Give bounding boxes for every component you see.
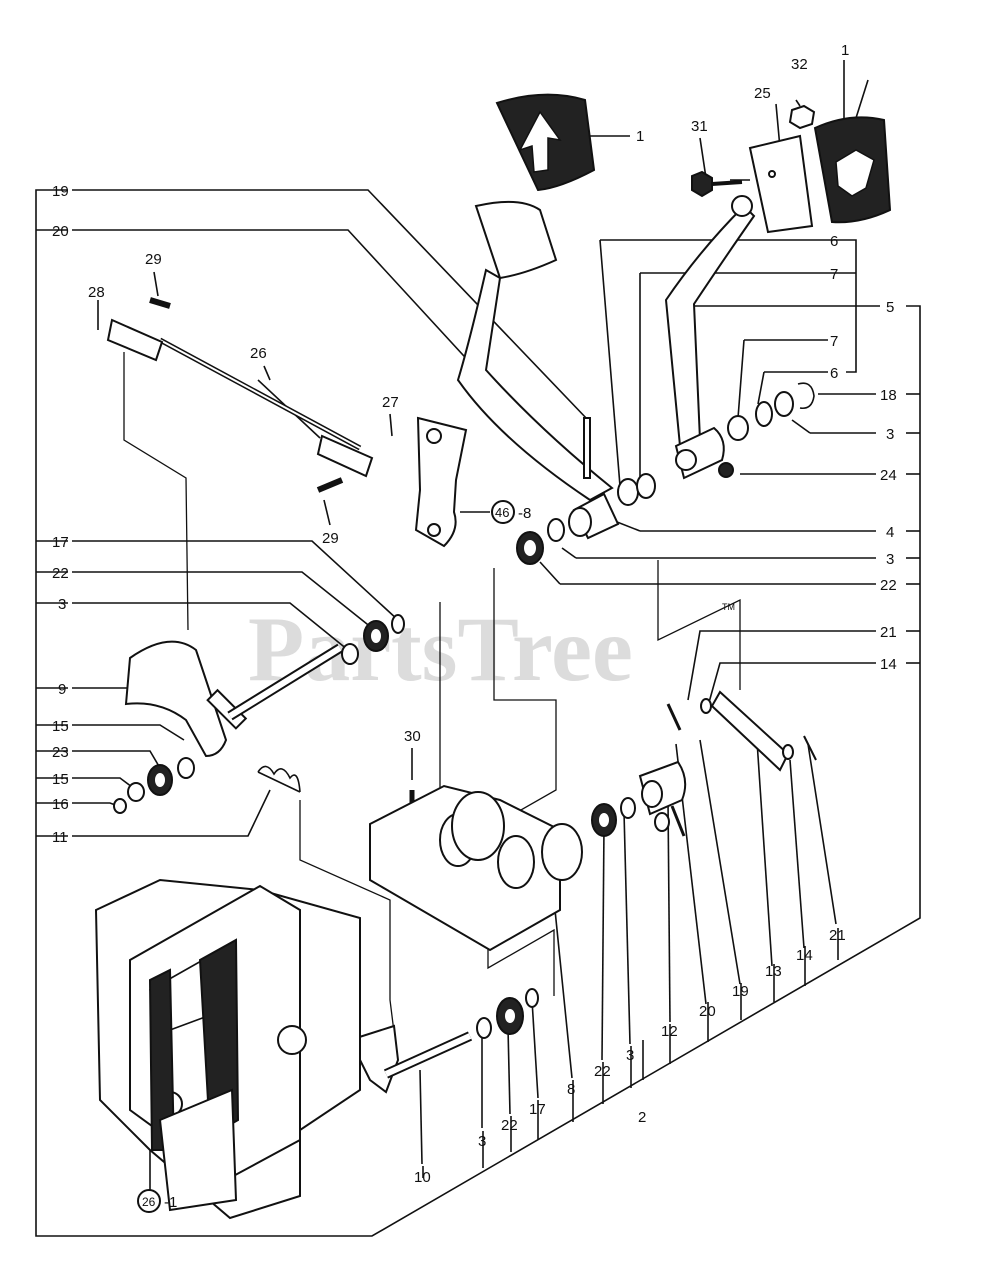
callout-26-ref: 26 bbox=[142, 1195, 156, 1209]
callout-3-b: 3 bbox=[626, 1047, 634, 1064]
callout-14-r: 14 bbox=[880, 656, 897, 673]
callout-3-r1: 3 bbox=[886, 426, 894, 443]
callout-16: 16 bbox=[52, 796, 69, 813]
callout-3-left: 3 bbox=[58, 596, 66, 613]
pedal-plate-left bbox=[474, 200, 558, 280]
bearings-left bbox=[113, 757, 195, 814]
callout-24: 24 bbox=[880, 467, 897, 484]
callout-28: 28 bbox=[88, 284, 105, 301]
callout-17-left: 17 bbox=[52, 534, 69, 551]
callout-22-r: 22 bbox=[880, 577, 897, 594]
callout-22-left: 22 bbox=[52, 565, 69, 582]
callout-13: 13 bbox=[765, 963, 782, 980]
callout-14-b: 14 bbox=[796, 947, 813, 964]
callout-18: 18 bbox=[880, 387, 897, 404]
callout-31: 31 bbox=[691, 118, 708, 135]
callout-27: 27 bbox=[382, 394, 399, 411]
callout-2: 2 bbox=[638, 1109, 646, 1126]
spring-11 bbox=[257, 765, 301, 793]
bolt-31 bbox=[691, 170, 743, 198]
callout-32: 32 bbox=[791, 56, 808, 73]
callout-19-b: 19 bbox=[732, 983, 749, 1000]
nut-32 bbox=[788, 104, 816, 130]
leader-lines bbox=[72, 60, 880, 1190]
pedal-arm-right bbox=[664, 195, 756, 448]
callout-26-suffix: -1 bbox=[164, 1194, 177, 1211]
callout-15-a: 15 bbox=[52, 718, 69, 735]
callout-15-b: 15 bbox=[52, 771, 69, 788]
bushings-left bbox=[516, 473, 656, 565]
callout-20-b: 20 bbox=[699, 1003, 716, 1020]
callout-26: 26 bbox=[250, 345, 267, 362]
trademark-mark: TM bbox=[722, 602, 735, 612]
callout-20-left: 20 bbox=[52, 223, 69, 240]
callout-7-a: 7 bbox=[830, 266, 838, 283]
callout-17-b: 17 bbox=[529, 1101, 546, 1118]
callout-10: 10 bbox=[414, 1169, 431, 1186]
callout-6-a: 6 bbox=[830, 233, 838, 250]
callout-30: 30 bbox=[404, 728, 421, 745]
shaft-10 bbox=[348, 988, 539, 1094]
callout-9: 9 bbox=[58, 681, 66, 698]
callout-8: 8 bbox=[567, 1081, 575, 1098]
rod-26 bbox=[106, 297, 374, 493]
arm-46 bbox=[414, 416, 468, 548]
callout-21-r: 21 bbox=[880, 624, 897, 641]
callout-23: 23 bbox=[52, 744, 69, 761]
callout-12: 12 bbox=[661, 1023, 678, 1040]
pedal-arm-left bbox=[456, 268, 614, 502]
callout-46-suffix: -8 bbox=[518, 505, 531, 522]
shaft-with-arm-9 bbox=[124, 614, 405, 758]
support-bracket-8 bbox=[369, 784, 583, 952]
frame-bracket bbox=[35, 189, 921, 1237]
callout-21-b: 21 bbox=[829, 927, 846, 944]
transmission-housing bbox=[94, 878, 361, 1220]
callout-5: 5 bbox=[886, 299, 894, 316]
callout-3-b2: 3 bbox=[478, 1133, 486, 1150]
callout-3-r2: 3 bbox=[886, 551, 894, 568]
pin-19 bbox=[583, 417, 591, 479]
callout-labels: 1 1 32 25 31 19 20 29 28 26 27 29 46 -8 … bbox=[52, 42, 897, 1211]
callout-7-b: 7 bbox=[830, 333, 838, 350]
circle-ref-46 bbox=[491, 500, 515, 524]
callout-19-left: 19 bbox=[52, 183, 69, 200]
callout-6-b: 6 bbox=[830, 365, 838, 382]
callout-22-b2: 22 bbox=[501, 1117, 518, 1134]
pedal-pad-right bbox=[813, 116, 892, 224]
pedal-boss bbox=[674, 426, 734, 480]
bushings-right bbox=[727, 382, 815, 441]
callout-22-b: 22 bbox=[594, 1063, 611, 1080]
callout-46: 46 bbox=[495, 505, 509, 520]
callout-1-top: 1 bbox=[636, 128, 644, 145]
link-13 bbox=[666, 690, 817, 772]
callout-11: 11 bbox=[52, 829, 68, 846]
callout-29-bottom: 29 bbox=[322, 530, 339, 547]
bearings-right bbox=[591, 760, 687, 837]
callout-25: 25 bbox=[754, 85, 771, 102]
callout-4: 4 bbox=[886, 524, 894, 541]
pedal-plate-right bbox=[748, 134, 814, 234]
circle-ref-26 bbox=[137, 1189, 161, 1213]
callout-29-top: 29 bbox=[145, 251, 162, 268]
callout-1-right: 1 bbox=[841, 42, 849, 59]
pedal-pad-left bbox=[495, 93, 596, 192]
